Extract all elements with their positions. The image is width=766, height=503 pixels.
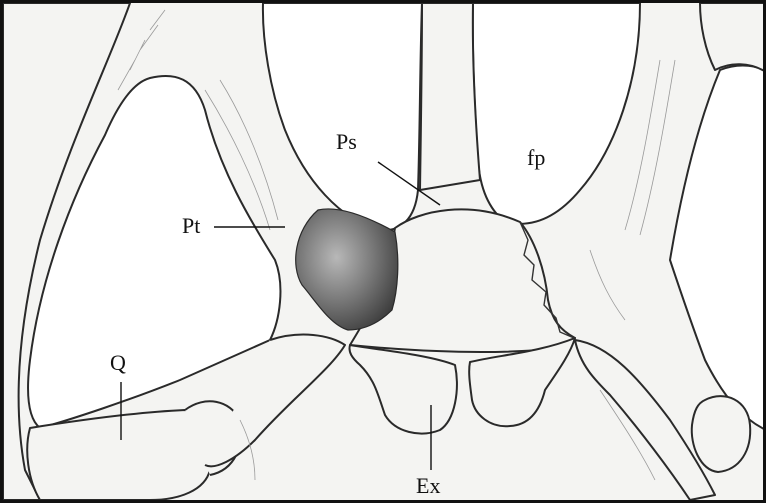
right-quadrate-condyle (692, 396, 750, 472)
quadrate-bone (27, 410, 211, 500)
skull-drawing: Ps fp Pt Q Ex (3, 3, 763, 500)
label-pt: Pt (182, 213, 200, 238)
label-q: Q (110, 350, 126, 375)
label-ex: Ex (416, 473, 440, 498)
label-ps: Ps (336, 129, 357, 154)
cultriform-process (420, 3, 480, 190)
label-fp: fp (527, 145, 545, 170)
